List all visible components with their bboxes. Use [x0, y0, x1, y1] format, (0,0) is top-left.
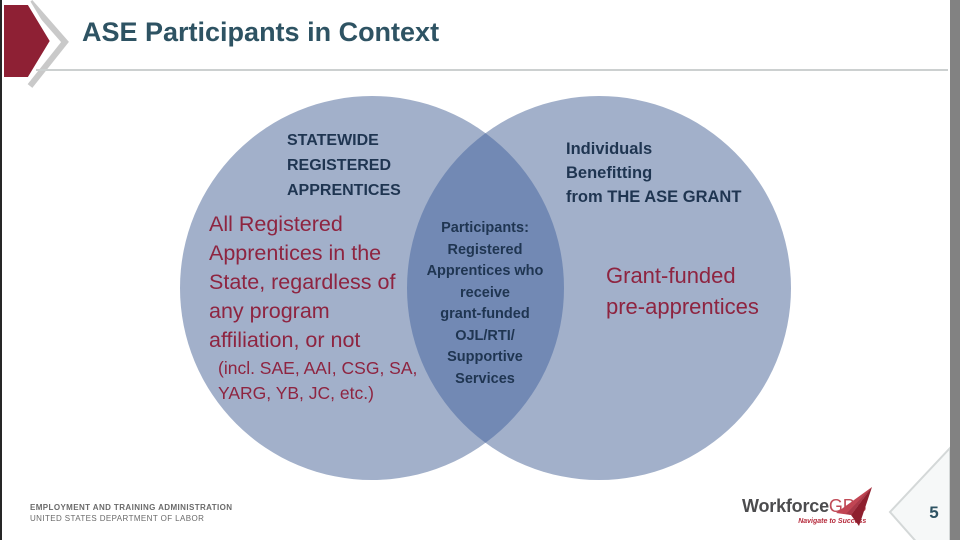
overlap-label: Participants: Registered Apprentices who… — [426, 220, 544, 387]
chevron-left-icon — [888, 446, 950, 540]
logo-tagline: Navigate to Success — [798, 518, 867, 525]
slide-left-edge — [0, 0, 2, 540]
page-number: 5 — [929, 503, 939, 522]
logo-workforce-text: Workforce — [742, 496, 829, 516]
header-divider — [36, 69, 948, 71]
left-circle-heading: STATEWIDE REGISTERED APPRENTICES — [287, 132, 401, 199]
right-circle-body: Grant-funded pre-apprentices — [606, 263, 759, 319]
left-circle-body: All Registered Apprentices in the State,… — [209, 212, 396, 352]
agency-footer: EMPLOYMENT AND TRAINING ADMINISTRATION U… — [30, 502, 232, 524]
slide-right-scrollbar-track — [950, 0, 960, 540]
agency-line-1: EMPLOYMENT AND TRAINING ADMINISTRATION — [30, 503, 233, 512]
paper-plane-icon — [836, 487, 872, 526]
right-circle-heading: Individuals Benefitting from THE ASE GRA… — [566, 140, 742, 206]
left-circle-note: (incl. SAE, AAI, CSG, SA, YARG, YB, JC, … — [218, 358, 418, 403]
agency-line-2: UNITED STATES DEPARTMENT OF LABOR — [30, 514, 205, 523]
chevron-right-icon — [2, 0, 69, 88]
page-title: ASE Participants in Context — [82, 17, 440, 47]
venn-overlap-region — [407, 96, 564, 480]
